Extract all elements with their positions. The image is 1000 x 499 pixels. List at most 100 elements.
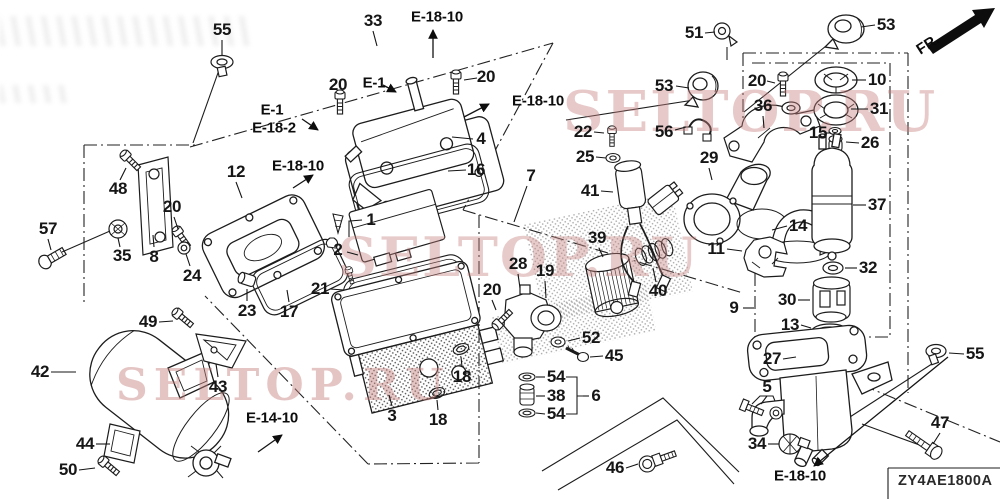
ref-label-e-18-10: E-18-10: [272, 157, 324, 175]
ref-arrow: [301, 118, 319, 131]
leader-line: [517, 273, 521, 289]
leader-line: [675, 85, 690, 89]
leader-line: [544, 280, 547, 299]
leader-line: [78, 467, 96, 471]
leader-line: [215, 363, 219, 378]
callout-53: 53: [654, 76, 674, 95]
part-17-gasket: [251, 238, 349, 316]
leader-line: [598, 247, 604, 258]
leader-line: [932, 432, 941, 445]
leader-line: [460, 356, 463, 368]
diagram-code: ZY4AE1800A: [898, 473, 993, 489]
leader-line: [372, 30, 378, 47]
callout-57: 57: [38, 219, 58, 238]
callout-23: 23: [237, 301, 257, 320]
callout-35: 35: [112, 246, 132, 265]
leader-line: [346, 251, 359, 256]
callout-12: 12: [226, 162, 246, 181]
part-44-plate: [103, 423, 141, 464]
callout-11: 11: [707, 239, 725, 258]
leader-line: [674, 126, 687, 131]
part-25-washer: [605, 152, 621, 164]
callout-44: 44: [75, 434, 95, 453]
leader-line: [286, 289, 290, 303]
ref-label-e-18-10: E-18-10: [774, 467, 826, 485]
callout-27: 27: [762, 349, 782, 368]
part-47-bolt: [904, 429, 943, 460]
callout-36: 36: [753, 96, 773, 115]
leader-line: [491, 299, 497, 311]
callout-24: 24: [182, 266, 202, 285]
callout-55: 55: [212, 20, 232, 39]
part-36-bracket: [723, 101, 821, 163]
callout-31: 31: [869, 99, 889, 118]
leader-line: [600, 190, 614, 193]
ref-label-e-1: E-1: [362, 74, 386, 92]
callout-49: 49: [138, 312, 158, 331]
callout-2: 2: [333, 240, 343, 259]
callout-29: 29: [699, 148, 719, 167]
leader-line: [593, 131, 605, 134]
callout-13: 13: [780, 315, 800, 334]
callout-1: 1: [366, 210, 376, 229]
part-54-38-valve-stack: [518, 372, 536, 418]
leader-line: [535, 412, 546, 415]
callout-16: 16: [466, 160, 486, 179]
ref-label-e-18-2: E-18-2: [252, 119, 296, 137]
part-11-holder: [743, 236, 788, 278]
leader-line: [329, 288, 345, 291]
callout-25: 25: [575, 147, 595, 166]
part-8-bracket: [137, 156, 174, 256]
callout-14: 14: [788, 216, 808, 235]
part-35-grommet: [108, 219, 128, 239]
callout-5: 5: [762, 377, 772, 396]
callout-8: 8: [149, 247, 159, 266]
callout-40: 40: [648, 281, 668, 300]
callout-18: 18: [452, 367, 472, 386]
part-12-gasket: [201, 194, 325, 299]
part-53-mount-right: [823, 14, 865, 50]
callout-42: 42: [30, 362, 50, 381]
callout-33: 33: [363, 11, 383, 30]
part-42-canister: [89, 330, 232, 479]
callout-20: 20: [162, 197, 182, 216]
leader-line: [235, 181, 243, 199]
leader-line: [760, 395, 768, 405]
leader-line: [708, 167, 713, 181]
part-30-cup: [812, 276, 851, 323]
ref-label-e-1: E-1: [260, 101, 284, 119]
fr-arrow-icon: [927, 8, 995, 54]
leader-line: [47, 238, 52, 251]
callout-50: 50: [58, 460, 78, 479]
callout-20: 20: [747, 71, 767, 90]
leader-line: [173, 216, 179, 230]
leader-line: [349, 219, 363, 222]
part-1-fittings: [325, 213, 344, 249]
leader-line: [388, 394, 393, 407]
leader-line: [766, 80, 776, 84]
part-57-screw: [38, 246, 67, 270]
callout-15: 15: [808, 123, 828, 142]
leader-line: [762, 115, 765, 129]
callout-20: 20: [476, 67, 496, 86]
callout-20: 20: [482, 280, 502, 299]
leader-line: [117, 237, 121, 248]
callout-3: 3: [387, 406, 397, 425]
part-23-plug: [237, 271, 257, 288]
callout-21: 21: [310, 279, 330, 298]
callout-30: 30: [777, 290, 797, 309]
leader-line: [589, 355, 604, 358]
leader-line: [463, 77, 478, 81]
callout-45: 45: [604, 346, 624, 365]
part-51-clip: [713, 22, 739, 47]
leader-line: [704, 31, 716, 34]
callout-4: 4: [476, 129, 486, 148]
callout-20: 20: [328, 75, 348, 94]
part-56-clip: [683, 118, 712, 142]
ref-arrow: [292, 174, 314, 189]
ref-arrow: [463, 103, 490, 118]
callout-18: 18: [428, 410, 448, 429]
callout-53: 53: [876, 15, 896, 34]
ref-label-e-18-10: E-18-10: [411, 8, 463, 26]
